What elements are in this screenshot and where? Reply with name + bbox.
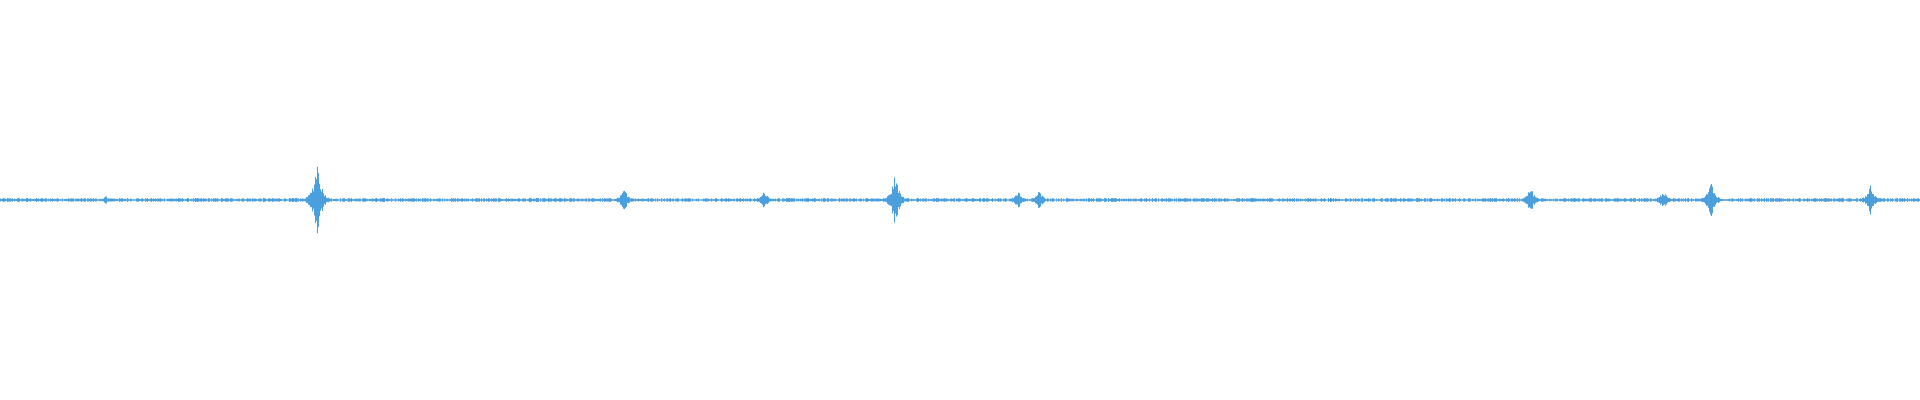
waveform-samples (0, 166, 1920, 234)
waveform-path (0, 166, 1920, 234)
